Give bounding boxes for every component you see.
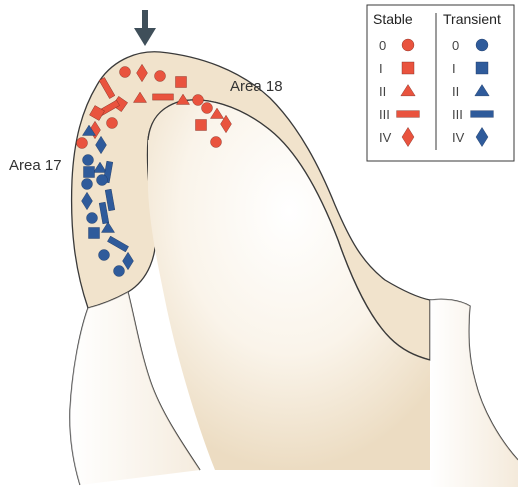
marker-transient-circle bbox=[82, 179, 93, 190]
marker-transient-square bbox=[89, 228, 100, 239]
marker-stable-bar bbox=[153, 94, 174, 100]
marker-stable-square bbox=[176, 77, 187, 88]
area-17-label: Area 17 bbox=[9, 157, 62, 174]
legend-transient-numeral: I bbox=[452, 61, 456, 76]
legend-stable-numeral: I bbox=[379, 61, 383, 76]
marker-transient-circle bbox=[87, 213, 98, 224]
area-18-label: Area 18 bbox=[230, 78, 283, 95]
legend-stable-circle-icon bbox=[402, 39, 414, 51]
marker-transient-circle bbox=[83, 155, 94, 166]
marker-stable-circle bbox=[77, 138, 88, 149]
legend-stable-numeral: IV bbox=[379, 130, 392, 145]
legend-transient-circle-icon bbox=[476, 39, 488, 51]
legend-stable-numeral: II bbox=[379, 84, 386, 99]
marker-transient-square bbox=[84, 167, 95, 178]
legend-stable-square-icon bbox=[402, 62, 414, 74]
legend-stable-header: Stable bbox=[373, 11, 413, 27]
legend-transient-numeral: III bbox=[452, 107, 463, 122]
legend-stable-numeral: III bbox=[379, 107, 390, 122]
marker-stable-circle bbox=[120, 67, 131, 78]
down-arrow-icon bbox=[134, 10, 156, 46]
marker-stable-circle bbox=[202, 103, 213, 114]
legend-stable-bar-icon bbox=[397, 111, 420, 118]
right-fold-fill bbox=[430, 299, 518, 487]
legend-transient-header: Transient bbox=[443, 11, 501, 27]
marker-transient-circle bbox=[114, 266, 125, 277]
marker-transient-circle bbox=[97, 175, 108, 186]
legend-transient-numeral: 0 bbox=[452, 38, 459, 53]
marker-stable-square bbox=[196, 120, 207, 131]
marker-stable-circle bbox=[155, 71, 166, 82]
legend-transient-square-icon bbox=[476, 62, 488, 74]
marker-transient-circle bbox=[99, 250, 110, 261]
legend-transient-numeral: IV bbox=[452, 130, 465, 145]
marker-stable-circle bbox=[193, 95, 204, 106]
marker-stable-circle bbox=[107, 118, 118, 129]
marker-stable-circle bbox=[211, 137, 222, 148]
legend-stable-numeral: 0 bbox=[379, 38, 386, 53]
legend-transient-bar-icon bbox=[471, 111, 494, 118]
legend-transient-numeral: II bbox=[452, 84, 459, 99]
